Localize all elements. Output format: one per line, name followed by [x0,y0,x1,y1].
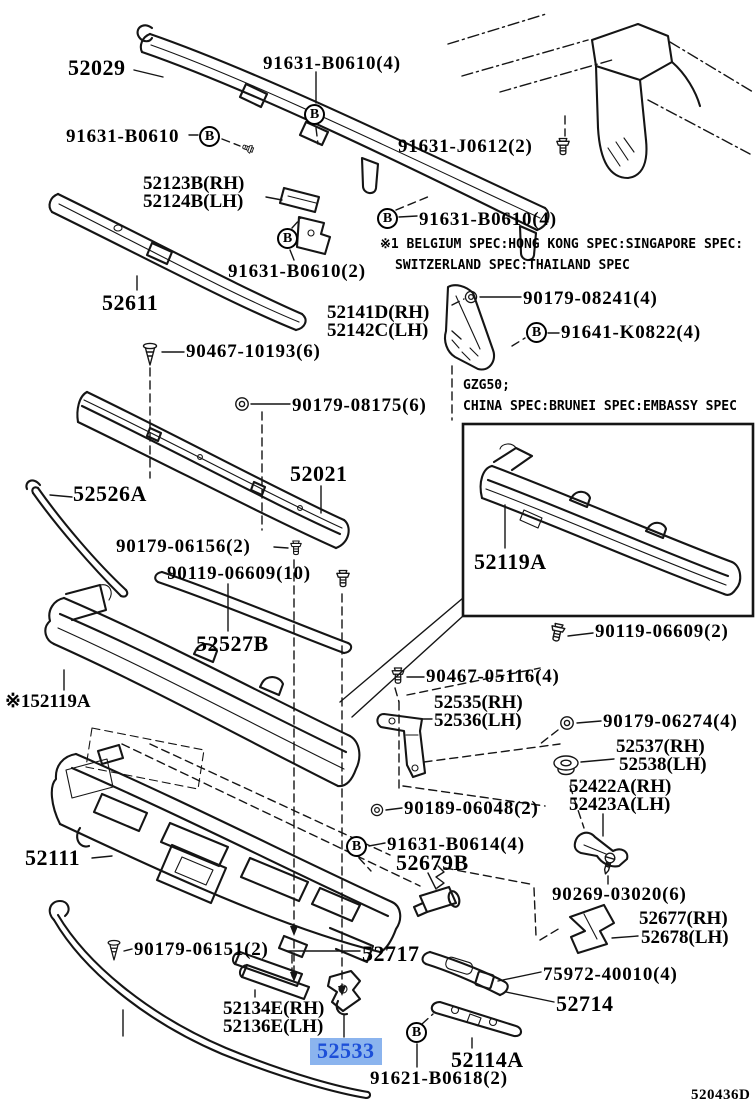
part-label: 90179-06151(2) [134,939,269,960]
part-label: 52535(RH) [434,692,523,713]
part-52533 [326,969,362,1016]
part-52422a-arm [573,831,629,868]
part-label: 52021 [290,461,348,486]
part-52123b-bracket [278,186,332,256]
part-label: 90269-03020(6) [552,884,687,905]
part-label: 90179-06274(4) [603,711,738,732]
part-label: 52527B [196,631,269,656]
part-52114a [430,1000,523,1038]
frame-sketch [447,13,754,180]
diagram-code: 520436D [691,1087,751,1103]
part-label: 91631-B0610(2) [228,261,366,282]
leader-lines [49,69,639,1068]
part-label: 52134E(RH) [223,998,325,1019]
part-label: 52714 [556,991,614,1016]
part-label: 91641-K0822(4) [561,322,701,343]
part-label: 90179-06156(2) [116,536,251,557]
part-label: 52124B(LH) [143,191,244,212]
part-label: 90119-06609(2) [595,621,729,642]
circled-letter-marker: B [277,228,298,249]
part-label: 52119A [474,549,547,574]
part-label: ※152119A [5,691,91,712]
part-52679b [412,865,461,918]
spec-note-1-line-2: SWITZERLAND SPEC:THAILAND SPEC [395,258,630,273]
spec-note-1-line-1: ※1 BELGIUM SPEC:HONG KONG SPEC:SINGAPORE… [380,237,744,252]
circled-letter-marker: B [526,322,547,343]
part-label: 52526A [73,481,147,506]
part-label: 52136E(LH) [223,1016,324,1037]
part-52677-clip [568,903,616,955]
part-52714 [421,950,509,997]
part-label: 52422A(RH) [569,776,672,797]
part-label: 52029 [68,55,126,80]
part-label: 52677(RH) [639,908,728,929]
spec-note-2-line-2: CHINA SPEC:BRUNEI SPEC:EMBASSY SPEC [463,399,737,414]
part-label: 52141D(RH) [327,302,430,323]
part-label-highlighted[interactable]: 52533 [310,1038,382,1065]
inset-box [461,422,755,618]
part-52611 [48,192,307,332]
circled-letter-marker: B [199,126,220,147]
part-52526a [25,479,129,598]
part-label: 91631-J0612(2) [398,136,533,157]
part-label: 52536(LH) [434,710,522,731]
part-label: 91631-B0614(4) [387,834,525,855]
part-52711 [48,899,372,1100]
part-52119a-main [44,583,361,790]
part-52029 [136,24,550,262]
part-label: 52114A [451,1047,524,1072]
circled-letter-marker: B [304,104,325,125]
part-label: 52423A(LH) [569,794,671,815]
part-label: 52611 [102,290,159,315]
part-52717-52134e [231,950,311,1001]
part-label: 52538(LH) [619,754,707,775]
part-52111 [50,743,402,964]
part-52141d [443,284,496,371]
part-label: 91621-B0618(2) [370,1068,508,1089]
part-label: 90119-06609(10) [167,563,311,584]
circled-letter-marker: B [346,836,367,857]
part-label: 91631-B0610(4) [419,209,557,230]
part-label: 52717 [362,941,420,966]
part-52535-bracket [376,712,427,779]
part-label: 52537(RH) [616,736,705,757]
part-label: 52678(LH) [641,927,729,948]
circled-letter-marker: B [377,208,398,229]
part-label: 52679B [396,850,469,875]
arrowheads [290,926,346,996]
part-label: 52123B(RH) [143,173,245,194]
part-label: 91631-B0610 [66,126,180,147]
part-label: 75972-40010(4) [543,964,678,985]
part-label: 90179-08175(6) [292,395,427,416]
part-52021 [76,390,350,550]
part-label: 90179-08241(4) [523,288,658,309]
part-label: 91631-B0610(4) [263,53,401,74]
part-52527b [154,570,353,655]
circled-letter-marker: B [406,1022,427,1043]
spec-note-2-line-1: GZG50; [463,378,510,393]
part-label: 90467-05116(4) [426,666,560,687]
part-label: 90189-06048(2) [404,798,539,819]
assembly-dashed-lines [121,127,585,1025]
part-label: 52142C(LH) [327,320,429,341]
part-label: 90467-10193(6) [186,341,321,362]
part-label: 52111 [25,845,81,870]
